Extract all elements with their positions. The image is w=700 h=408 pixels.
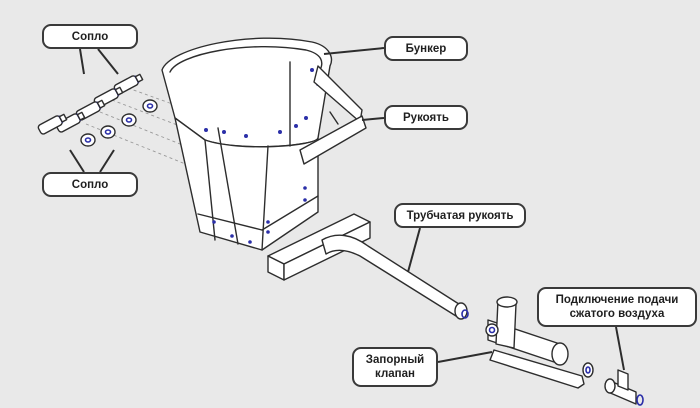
tubular-handle-label-text: Трубчатая рукоять <box>406 209 514 222</box>
handle-label: Рукоять <box>384 105 468 130</box>
valve-assembly <box>485 296 594 389</box>
leader-lines <box>69 47 625 371</box>
valve-label: Запорный клапан <box>352 347 438 387</box>
valve-label-line1: Запорный <box>365 354 425 366</box>
hopper-label: Бункер <box>384 36 468 61</box>
air-connector <box>604 369 644 406</box>
tubular-handle <box>321 234 469 320</box>
tubular-handle-label: Трубчатая рукоять <box>394 203 526 228</box>
hopper-body <box>161 37 333 251</box>
hopper-label-text: Бункер <box>405 42 447 55</box>
air-connection-label-line1: Подключение подачи <box>555 294 679 306</box>
nozzle-label-top: Сопло <box>42 24 138 49</box>
valve-label-line2: клапан <box>375 368 415 380</box>
air-connection-label-line2: сжатого воздуха <box>569 308 665 320</box>
hopper-handle <box>299 65 367 165</box>
nozzle-group-upper <box>37 73 144 135</box>
air-connection-label: Подключение подачи сжатого воздуха <box>537 287 697 327</box>
nozzle-label-bottom-text: Сопло <box>71 178 109 191</box>
handle-label-text: Рукоять <box>403 111 449 124</box>
nozzle-label-bottom: Сопло <box>42 172 138 197</box>
nozzle-label-top-text: Сопло <box>71 30 109 43</box>
washer-group <box>80 99 158 147</box>
